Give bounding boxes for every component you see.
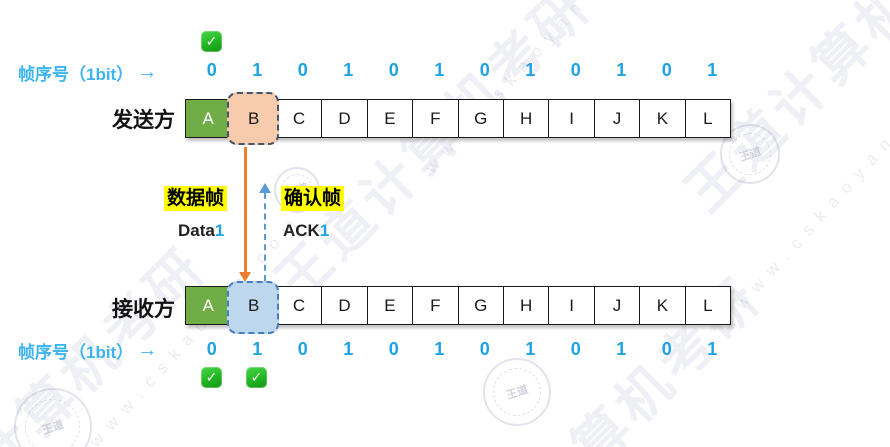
ack-frame-tag: 确认帧 [281,186,345,211]
frame-cell: J [594,100,641,137]
data-frame-arrow-line [244,147,247,273]
watermark-stamp-icon: 王道 [14,388,92,447]
right-arrow-icon: → [137,339,158,361]
frame-cell: C [276,100,323,137]
receiver-seq-label-text: 帧序号（1bit） [18,343,134,362]
data-frame-arrowhead-icon [239,272,251,282]
ack-frame-name-text: ACK [283,221,320,240]
data-frame-name: Data1 [178,221,224,241]
frame-cell: I [549,287,595,324]
seq-number: 0 [570,60,581,80]
seq-number: 1 [434,339,445,359]
frame-cell: E [367,287,414,324]
sender-label: 发送方 [112,109,175,132]
frame-cell: D [322,287,368,324]
seq-number: 1 [343,339,354,359]
receiver-label: 接收方 [112,298,175,321]
sender-seq-label: 帧序号（1bit） → [18,60,157,85]
frame-cell: E [367,100,414,137]
seq-number: 1 [434,60,445,80]
frame-cell: H [503,287,550,324]
seq-number: 0 [570,339,581,359]
check-icon: ✓ [201,31,222,52]
frame-cell: A [186,287,232,324]
data-frame-seq: 1 [214,221,225,240]
receiver-seq-row: 0 1 0 1 0 1 0 1 0 1 0 1 [189,339,735,359]
ack-frame-name: ACK1 [283,221,329,241]
check-icon: ✓ [201,367,222,388]
seq-number: 0 [479,60,490,80]
seq-number: 1 [525,339,536,359]
check-icon: ✓ [246,367,267,388]
right-arrow-icon: → [137,61,158,83]
frame-cell: L [685,287,731,324]
watermark-url-text: www.cskaoyan.com [421,0,643,177]
seq-number: 1 [252,339,263,359]
frame-cell: D [322,100,368,137]
seq-number: 1 [525,60,536,80]
seq-number: 0 [206,60,217,80]
seq-number: 1 [343,60,354,80]
watermark-brand-text: 王道计算机考研 [0,235,219,447]
frame-cell: L [685,100,731,137]
check-glyph: ✓ [250,369,263,385]
frame-cell: G [458,100,504,137]
seq-number: 1 [616,339,627,359]
check-glyph: ✓ [205,33,218,49]
watermark-url-text: www.cskaoyan.com [731,70,890,313]
seq-number: 0 [479,339,490,359]
frame-cell: C [276,287,323,324]
seq-number: 0 [297,60,308,80]
seq-number: 0 [388,339,399,359]
ack-frame-seq: 1 [319,221,330,240]
frame-cell: F [413,100,459,137]
seq-number: 0 [661,60,672,80]
receiver-seq-label: 帧序号（1bit） → [18,338,157,363]
frame-cell: K [640,287,686,324]
frame-cell: I [549,100,595,137]
data-frame-tag: 数据帧 [164,186,228,211]
seq-number: 0 [206,339,217,359]
seq-number: 0 [661,339,672,359]
frame-cell: J [594,287,641,324]
frame-cell: H [503,100,550,137]
frame-cell: A [186,100,232,137]
seq-number: 0 [388,60,399,80]
watermark-brand-text: 王道计算机考研 [264,0,604,314]
sender-seq-label-text: 帧序号（1bit） [18,65,134,84]
check-glyph: ✓ [205,369,218,385]
seq-number: 1 [707,60,718,80]
ack-frame-arrow-line [264,193,266,281]
seq-number: 1 [707,339,718,359]
seq-number: 1 [252,60,263,80]
ack-frame-arrowhead-icon [259,183,271,193]
frame-cell: F [413,287,459,324]
seq-number: 1 [616,60,627,80]
sender-current-frame-outline [227,92,279,145]
frame-cell: K [640,100,686,137]
watermark-stamp-icon: 王道 [483,358,551,426]
sender-seq-row: 0 1 0 1 0 1 0 1 0 1 0 1 [189,60,735,80]
data-frame-name-text: Data [178,221,215,240]
receiver-current-frame-outline [227,281,279,334]
frame-cell: G [458,287,504,324]
seq-number: 0 [297,339,308,359]
